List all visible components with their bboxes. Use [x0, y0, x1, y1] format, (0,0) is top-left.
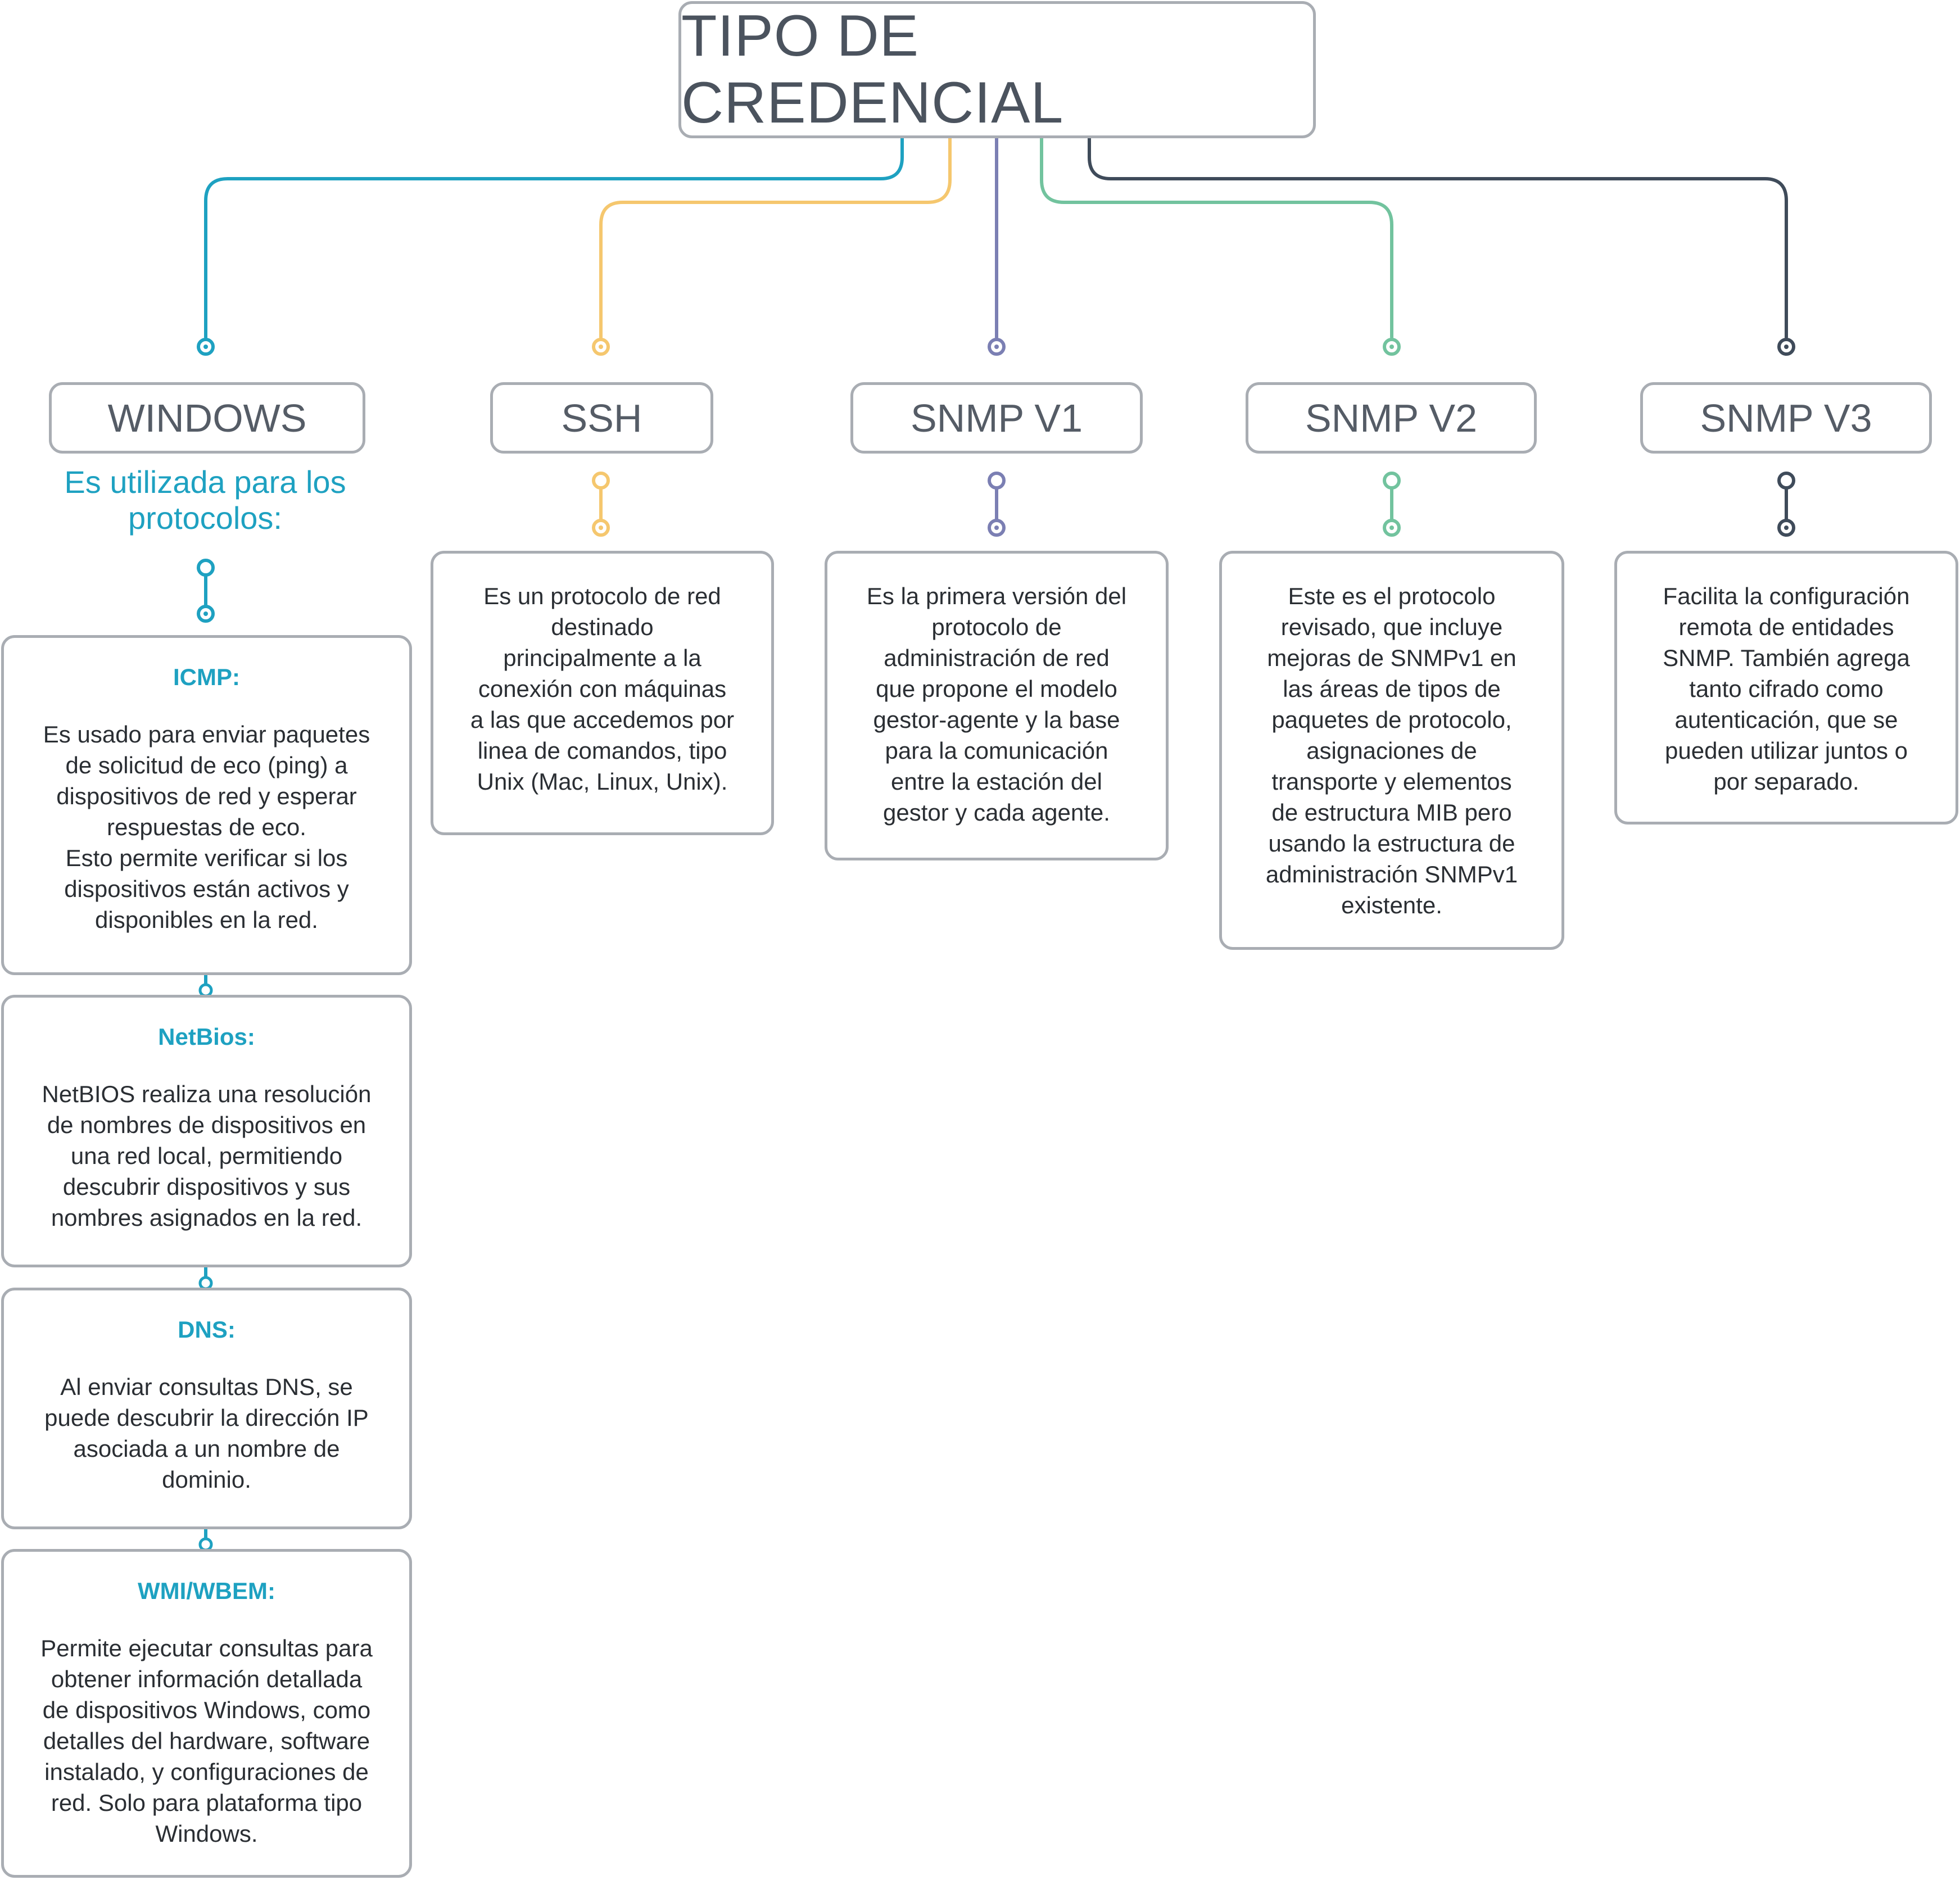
connector-snmp-v2	[1032, 130, 1401, 537]
category-windows: WINDOWS	[49, 382, 365, 454]
category-label: WINDOWS	[107, 396, 307, 440]
protocol-description: NetBIOS realiza una resolución de nombre…	[42, 1081, 372, 1231]
ssh-description: Es un protocolo de red destinado princip…	[470, 583, 735, 795]
protocol-description: Permite ejecutar consultas para obtener …	[40, 1635, 373, 1847]
diagram-title: TIPO DE CREDENCIAL	[681, 3, 1064, 135]
protocol-name: NetBios:	[158, 1023, 255, 1050]
connector-windows	[197, 130, 912, 1552]
windows-subtitle: Es utilizada para los protocolos:	[64, 464, 346, 536]
snmp-v2-description-box: Este es el protocolo revisado, que inclu…	[1219, 551, 1564, 950]
title-box: TIPO DE CREDENCIAL	[678, 1, 1316, 138]
connector-snmp-v1	[987, 130, 1006, 537]
protocol-wmi-wbem-box: WMI/WBEM: Permite ejecutar consultas par…	[1, 1549, 412, 1878]
category-label: SNMP V2	[1305, 396, 1478, 440]
connector-ssh	[592, 130, 959, 537]
snmp-v1-description: Es la primera versión del protocolo de a…	[866, 583, 1127, 826]
category-snmp-v3: SNMP V3	[1640, 382, 1932, 454]
connector-snmp-v3	[1080, 130, 1795, 537]
protocol-netbios-box: NetBios: NetBIOS realiza una resolución …	[1, 995, 412, 1267]
snmp-v1-description-box: Es la primera versión del protocolo de a…	[825, 551, 1169, 860]
protocol-description: Es usado para enviar paquetes de solicit…	[43, 721, 370, 933]
category-ssh: SSH	[490, 382, 713, 454]
protocol-name: ICMP:	[173, 664, 240, 690]
category-snmp-v1: SNMP V1	[850, 382, 1143, 454]
protocol-icmp-box: ICMP: Es usado para enviar paquetes de s…	[1, 635, 412, 975]
category-snmp-v2: SNMP V2	[1246, 382, 1537, 454]
category-label: SNMP V3	[1700, 396, 1872, 440]
category-label: SSH	[561, 396, 642, 440]
protocol-description: Al enviar consultas DNS, se puede descub…	[44, 1374, 369, 1493]
ssh-description-box: Es un protocolo de red destinado princip…	[431, 551, 774, 835]
protocol-name: DNS:	[178, 1316, 236, 1343]
snmp-v3-description-box: Facilita la configuración remota de enti…	[1614, 551, 1958, 825]
category-label: SNMP V1	[910, 396, 1083, 440]
snmp-v3-description: Facilita la configuración remota de enti…	[1663, 583, 1910, 795]
snmp-v2-description: Este es el protocolo revisado, que inclu…	[1265, 583, 1518, 918]
protocol-dns-box: DNS: Al enviar consultas DNS, se puede d…	[1, 1288, 412, 1529]
protocol-name: WMI/WBEM:	[138, 1578, 275, 1604]
